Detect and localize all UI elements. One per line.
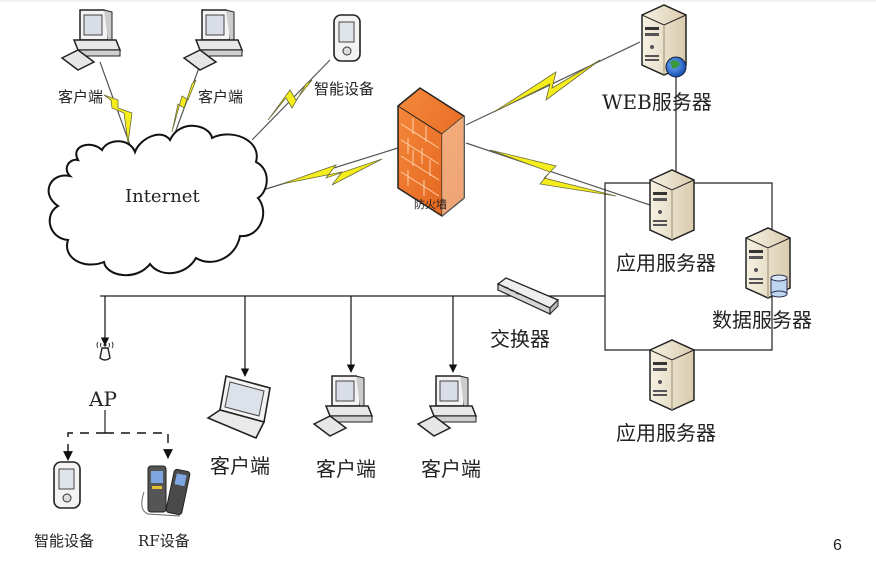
lightning-icon [489,149,617,197]
client-bottom-1-icon [313,375,373,437]
internet-cloud-icon [47,124,268,277]
switch-label: 交换器 [490,327,550,351]
database-cylinder-icon [770,274,788,298]
client-bottom-2-icon [417,375,477,437]
laptop-icon [206,374,271,440]
client-bottom-1-label: 客户端 [316,457,376,481]
web-server-label: WEB服务器 [602,90,712,114]
firewall-label: 防火墙 [414,198,447,211]
app-server-2-icon [649,339,695,411]
smart-device-top-label: 智能设备 [314,80,375,98]
client-top-1-icon [61,9,121,71]
smart-device-bottom-label: 智能设备 [34,532,95,550]
smart-device-top-icon [333,14,361,62]
rf-scanner-icon [141,465,191,517]
link-firewall-appserver [465,142,651,206]
client-bottom-2-label: 客户端 [421,457,481,481]
switch-icon [496,277,560,316]
slide-top-edge [0,0,876,2]
app-server-1-label: 应用服务器 [616,251,716,275]
lightning-icon [103,94,133,144]
ap-wireless-links [63,432,173,461]
client-laptop-label: 客户端 [210,454,270,478]
rf-device-label: RF设备 [138,532,190,550]
app-server-2-label: 应用服务器 [616,421,716,445]
lightning-icon [171,79,197,133]
client-top-2-icon [183,9,243,71]
lightning-icon [267,79,313,121]
internet-label: Internet [125,186,200,207]
lightning-icon [281,158,383,186]
app-server-1-icon [649,169,695,241]
globe-land [670,60,680,69]
smart-device-bottom-icon [53,461,81,509]
client-top-1-label: 客户端 [58,88,104,106]
data-server-label: 数据服务器 [712,308,812,332]
wireless-ap-icon [96,341,114,361]
wireless-links [99,41,651,206]
lan-drops [100,296,458,377]
firewall-icon [397,87,465,217]
page-number: 6 [833,537,842,554]
ap-label: AP [89,387,117,411]
lightning-icon [493,59,601,113]
client-top-2-label: 客户端 [198,88,244,106]
